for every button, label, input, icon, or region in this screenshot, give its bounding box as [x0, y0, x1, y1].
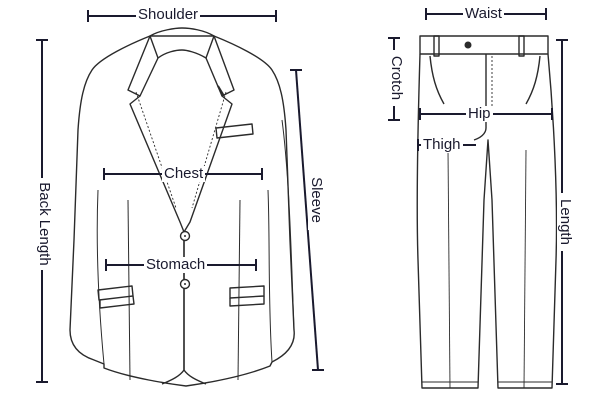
jacket-collar: [149, 27, 215, 59]
sleeve-label: Sleeve: [308, 170, 325, 230]
hip-label: Hip: [466, 105, 493, 122]
jacket-pocket-left: [97, 285, 134, 301]
jacket-lapel-right: [183, 35, 235, 233]
crotch-label: Crotch: [388, 50, 405, 106]
jacket-illustration: [69, 27, 295, 387]
trousers-fly: [473, 54, 487, 141]
thigh-label: Thigh: [421, 136, 463, 153]
shoulder-label: Shoulder: [136, 6, 201, 23]
trousers-outline: [416, 53, 558, 389]
jacket-chest-pocket: [215, 123, 254, 139]
jacket-front-edge: [161, 232, 185, 385]
jacket-lapel-left: [127, 35, 185, 233]
sleeve-measure-line: [295, 69, 319, 371]
back-length-label: Back Length: [36, 178, 53, 270]
length-label: Length: [557, 193, 574, 251]
trousers-pocket-right: [525, 55, 541, 105]
chest-label: Chest: [162, 165, 206, 182]
jacket-pocket-right: [229, 285, 265, 299]
jacket-body-outline: [69, 35, 295, 387]
trousers-illustration: [416, 35, 558, 389]
trousers-button: [464, 41, 472, 49]
waist-label: Waist: [463, 5, 504, 22]
trousers-pocket-left: [429, 55, 445, 105]
stomach-label: Stomach: [144, 256, 208, 273]
